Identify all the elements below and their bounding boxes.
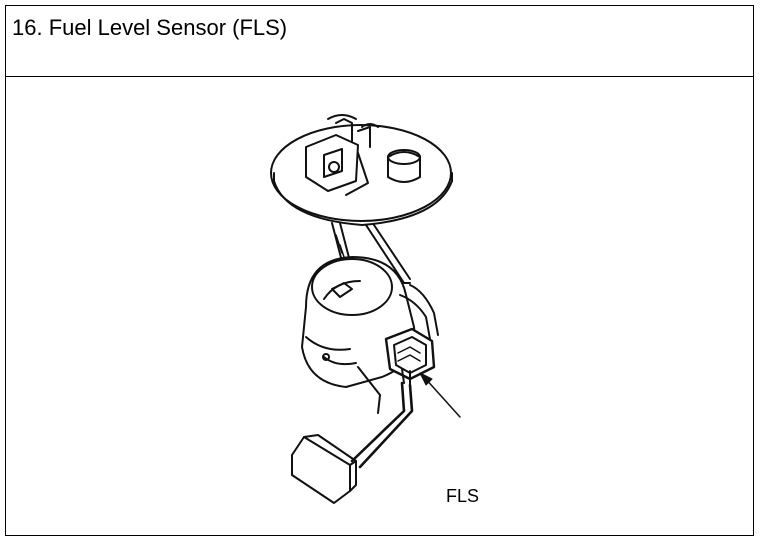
document-frame: 16. Fuel Level Sensor (FLS): [5, 5, 754, 536]
float: [291, 434, 357, 504]
title-row: 16. Fuel Level Sensor (FLS): [6, 6, 753, 77]
sensor-module: [384, 327, 436, 386]
fuel-pump-illustration: [270, 114, 461, 504]
figure-area: FLS: [6, 77, 753, 535]
callout-arrow: [419, 372, 461, 418]
float-arm: [350, 381, 414, 469]
fls-callout-label: FLS: [446, 486, 480, 506]
pump-canister: [301, 256, 439, 414]
page-title: 16. Fuel Level Sensor (FLS): [12, 15, 288, 40]
flange-assembly: [270, 114, 453, 226]
